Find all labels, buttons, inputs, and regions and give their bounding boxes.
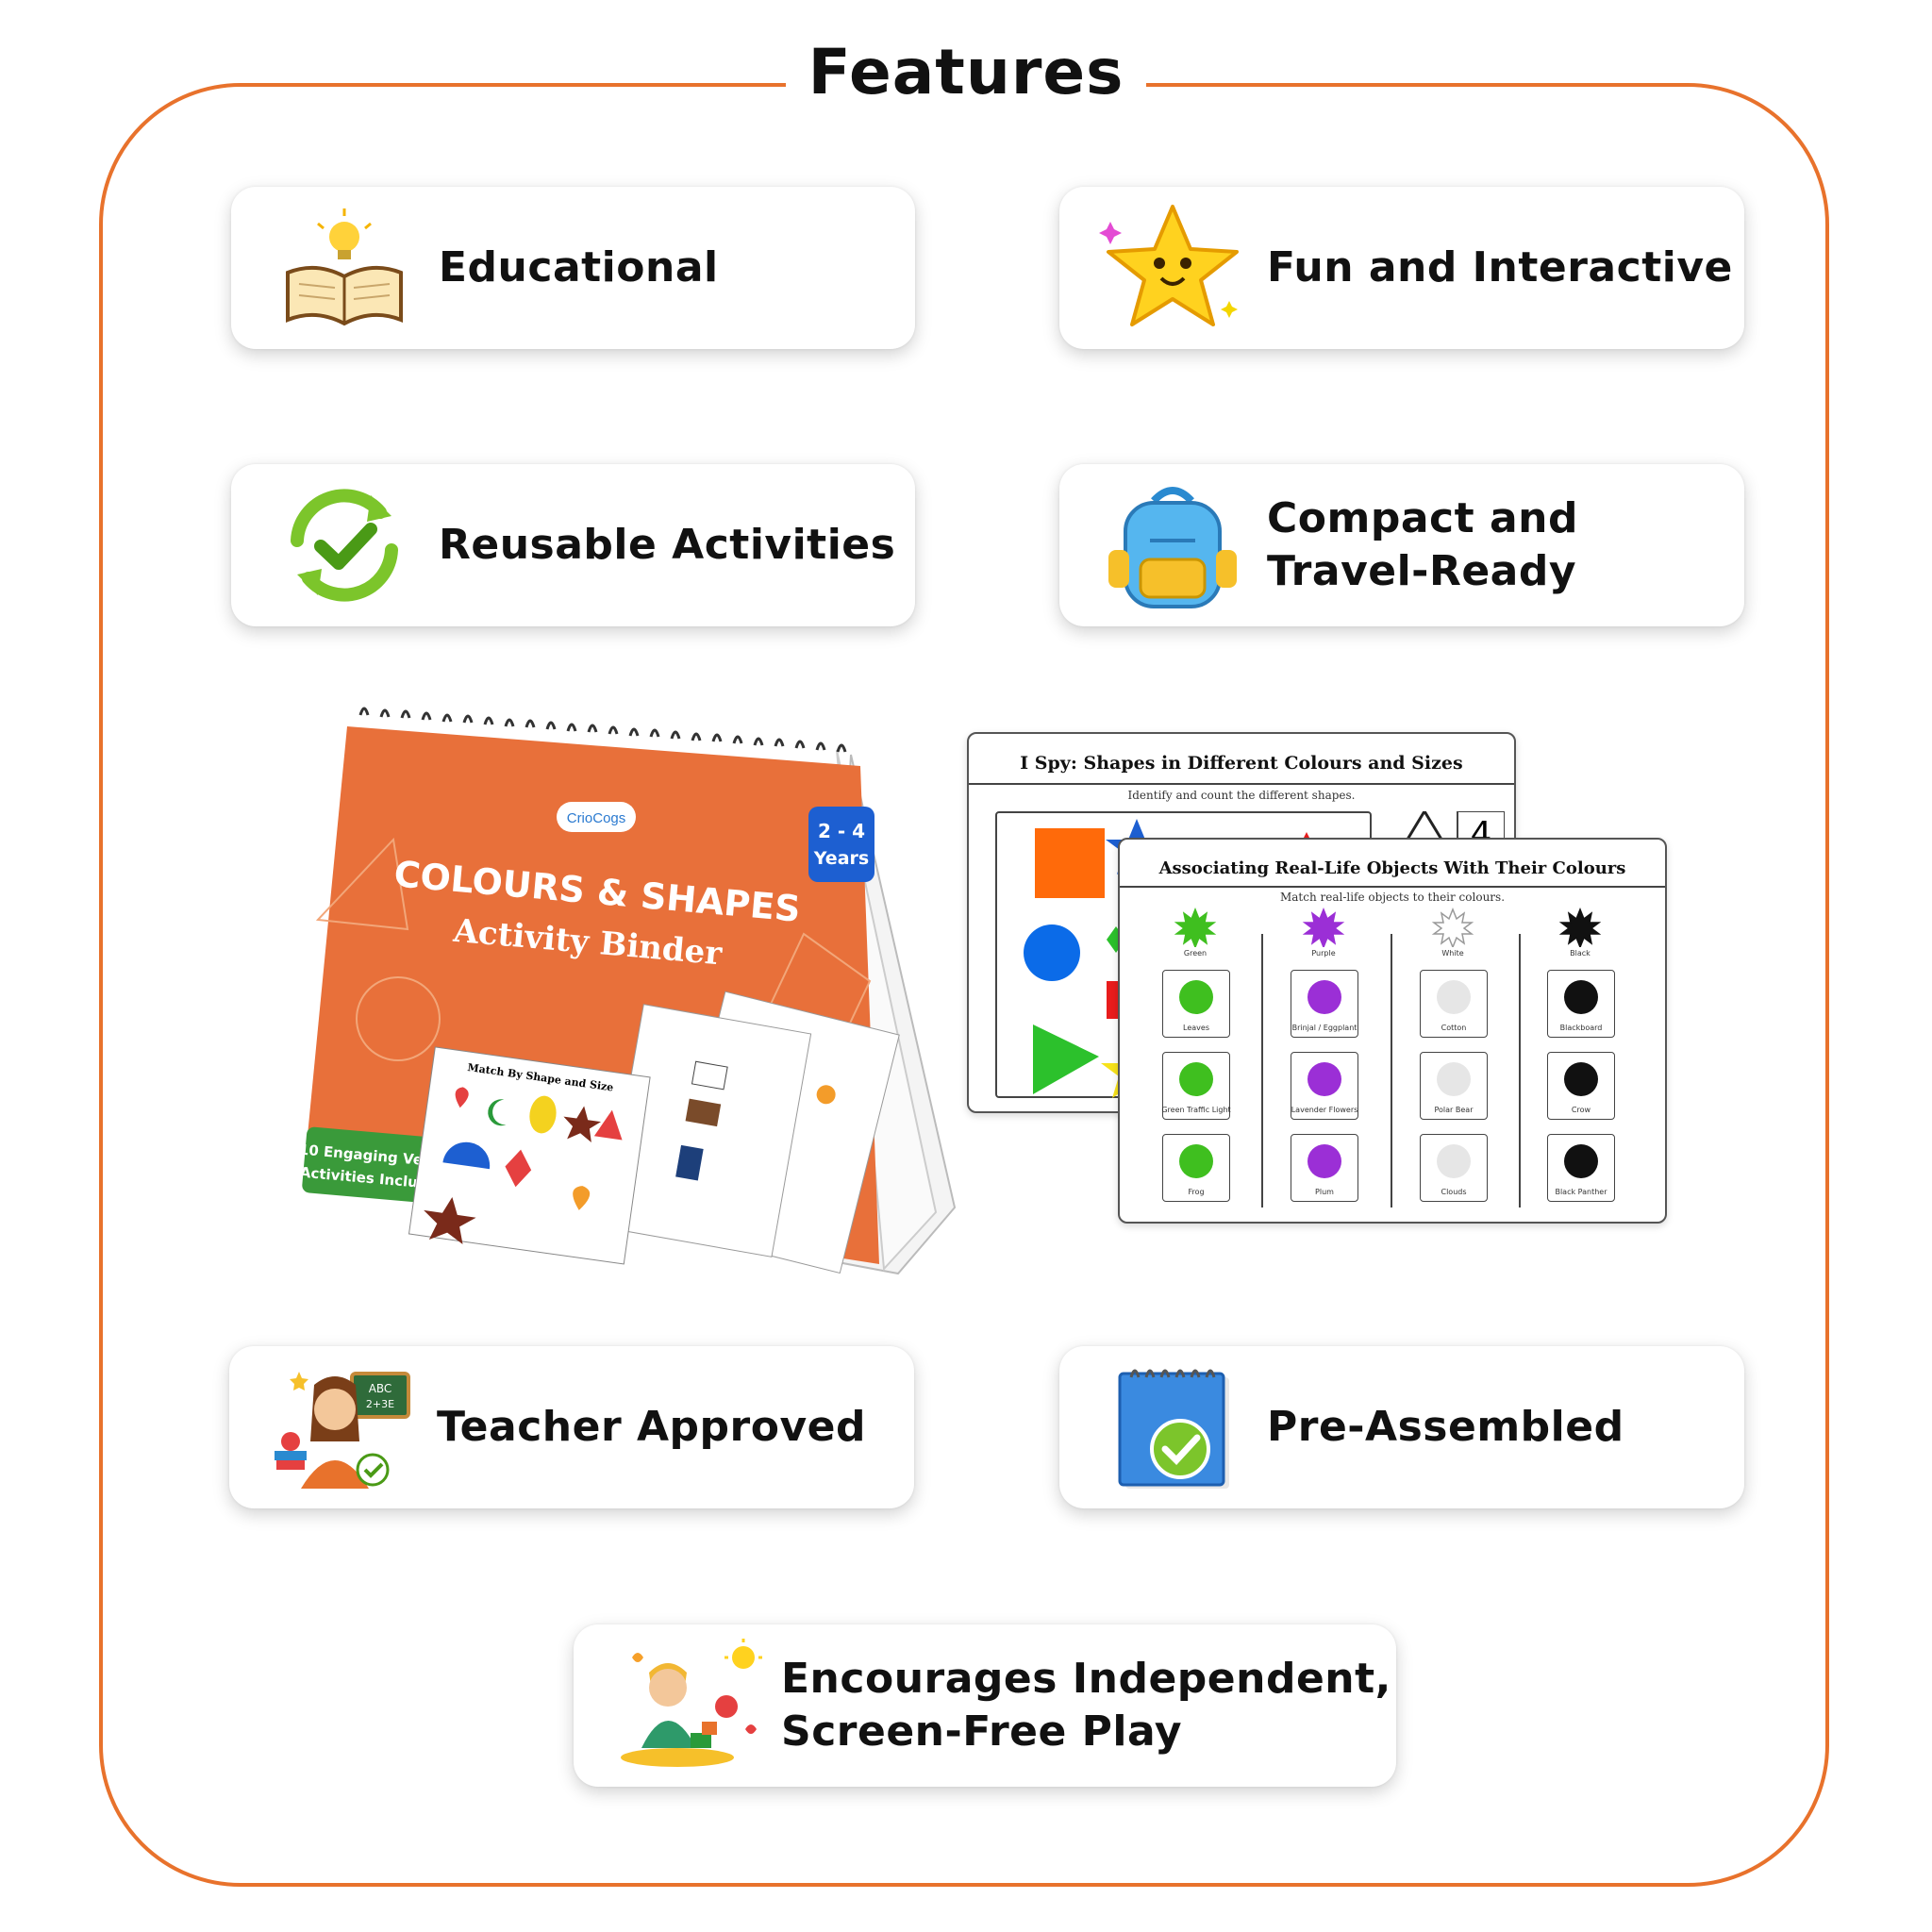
teacher-icon: ABC 2+3E: [275, 1372, 410, 1489]
object-card: Crow: [1547, 1052, 1615, 1120]
object-label: Blackboard: [1559, 1024, 1603, 1032]
object-card: Plum: [1291, 1134, 1358, 1202]
feature-label: Compact and Travel-Ready: [1267, 492, 1578, 599]
object-card: Polar Bear: [1420, 1052, 1488, 1120]
mini-worksheet: [408, 1046, 651, 1265]
object-card: Blackboard: [1547, 970, 1615, 1038]
smiling-star-icon: [1099, 205, 1239, 326]
feature-label-line2: Travel-Ready: [1267, 547, 1577, 595]
feature-label: Reusable Activities: [439, 520, 896, 569]
colour-splat-icon: [1558, 907, 1602, 947]
object-card: Black Panther: [1547, 1134, 1615, 1202]
child-playing-icon: [621, 1639, 762, 1767]
object-label: Lavender Flowers: [1291, 1106, 1358, 1114]
feature-card-teacher: ABC 2+3E Teacher Approved: [229, 1346, 914, 1508]
object-picture: [1307, 980, 1341, 1014]
colour-splat-icon: [1431, 907, 1474, 947]
title-wrap: Features: [0, 36, 1932, 108]
object-card: Frog: [1162, 1134, 1230, 1202]
object-picture: [1564, 980, 1598, 1014]
page-title: Features: [785, 36, 1147, 108]
object-card: Cotton: [1420, 970, 1488, 1038]
colour-name: White: [1441, 949, 1464, 958]
object-picture: [1437, 980, 1471, 1014]
colour-splat-icon: [1174, 907, 1217, 947]
object-label: Brinjal / Eggplant: [1291, 1024, 1357, 1032]
binder-illustration: CrioCogs 2 - 4 Years COLOURS & SHAPES Ac…: [298, 707, 957, 1275]
backpack-icon: [1108, 487, 1237, 608]
binder-spiral: [358, 707, 847, 753]
object-label: Leaves: [1183, 1024, 1209, 1032]
worksheet-colours: Associating Real-Life Objects With Their…: [1118, 838, 1667, 1224]
worksheet-subtitle: Match real-life objects to their colours…: [1279, 891, 1506, 904]
object-picture: [1179, 1144, 1213, 1178]
object-label: Frog: [1188, 1188, 1205, 1196]
object-label: Cotton: [1441, 1024, 1467, 1032]
feature-label-line2: Screen-Free Play: [781, 1707, 1183, 1756]
object-picture: [1307, 1144, 1341, 1178]
object-label: Crow: [1571, 1106, 1591, 1114]
object-picture: [1437, 1062, 1471, 1096]
object-picture: [1437, 1144, 1471, 1178]
refresh-check-icon: [291, 489, 398, 602]
object-label: Green Traffic Light: [1161, 1106, 1231, 1114]
colour-name: Black: [1570, 949, 1591, 958]
feature-label-line1: Compact and: [1267, 493, 1578, 542]
colour-name: Purple: [1311, 949, 1336, 958]
feature-label: Encourages Independent, Screen-Free Play: [781, 1653, 1391, 1759]
feature-card-fun: Fun and Interactive: [1059, 187, 1744, 349]
colour-name: Green: [1183, 949, 1208, 958]
feature-card-educational: Educational: [231, 187, 915, 349]
object-card: Leaves: [1162, 970, 1230, 1038]
object-picture: [1564, 1144, 1598, 1178]
feature-label: Teacher Approved: [437, 1402, 866, 1451]
object-label: Black Panther: [1555, 1188, 1607, 1196]
svg-text:2+3E: 2+3E: [366, 1398, 394, 1410]
feature-label: Fun and Interactive: [1267, 242, 1733, 291]
object-picture: [1307, 1062, 1341, 1096]
brand-logo: CrioCogs: [567, 810, 626, 826]
object-card: Lavender Flowers: [1291, 1052, 1358, 1120]
colour-splat-icon: [1302, 907, 1345, 947]
age-unit: Years: [813, 848, 869, 869]
object-picture: [1564, 1062, 1598, 1096]
feature-card-preassembled: Pre-Assembled: [1059, 1346, 1744, 1508]
feature-card-compact: Compact and Travel-Ready: [1059, 464, 1744, 626]
calendar-check-icon: [1118, 1369, 1229, 1489]
open-book-lightbulb-icon: [286, 208, 403, 326]
worksheet-title: Associating Real-Life Objects With Their…: [1158, 858, 1626, 878]
feature-label-line1: Encourages Independent,: [781, 1654, 1391, 1703]
object-picture: [1179, 980, 1213, 1014]
svg-text:ABC: ABC: [369, 1382, 392, 1395]
velcro-badge: [302, 1126, 448, 1205]
object-label: Plum: [1315, 1188, 1334, 1196]
age-badge: [808, 807, 874, 882]
feature-label: Pre-Assembled: [1267, 1402, 1624, 1451]
worksheet-subtitle: Identify and count the different shapes.: [1127, 789, 1356, 802]
age-range: 2 - 4: [818, 820, 865, 842]
object-card: Clouds: [1420, 1134, 1488, 1202]
worksheet-title: I Spy: Shapes in Different Colours and S…: [1020, 753, 1463, 774]
object-picture: [1179, 1062, 1213, 1096]
object-label: Polar Bear: [1434, 1106, 1474, 1114]
feature-label: Educational: [439, 242, 719, 291]
object-label: Clouds: [1441, 1188, 1467, 1196]
object-card: Brinjal / Eggplant: [1291, 970, 1358, 1038]
feature-card-reusable: Reusable Activities: [231, 464, 915, 626]
object-card: Green Traffic Light: [1161, 1052, 1231, 1120]
feature-card-independent-play: Encourages Independent, Screen-Free Play: [574, 1624, 1396, 1787]
